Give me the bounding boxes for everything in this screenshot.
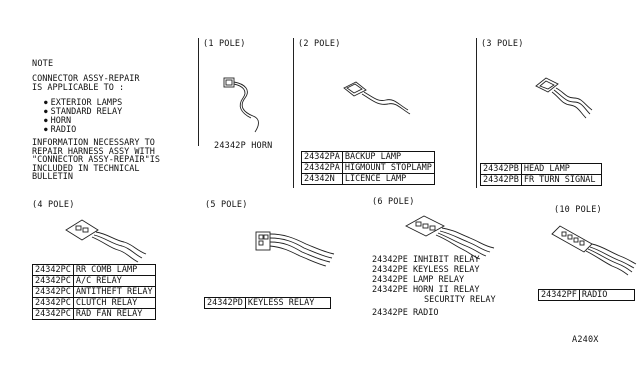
separator-line: [476, 38, 477, 188]
part-description-cell: BACKUP LAMP: [341, 151, 435, 163]
part-description-cell: KEYLESS RELAY: [244, 297, 331, 309]
part-line: 24342PE INHIBIT RELAY: [372, 255, 480, 265]
connector-1pole-illustration: [223, 77, 259, 133]
pole2-label: (2 POLE): [298, 39, 341, 49]
note-bullet: RADIO: [44, 126, 122, 135]
note-info-line: REPAIR HARNESS ASSY WITH: [32, 146, 155, 157]
part-number-cell: 24342PB: [480, 163, 522, 175]
note-bullet-list: EXTERIOR LAMPS STANDARD RELAY HORN RADIO: [44, 99, 123, 135]
part-line: 24342PE LAMP RELAY: [372, 275, 465, 285]
note-info-line: "CONNECTOR ASSY-REPAIR"IS: [32, 155, 160, 165]
part-number-cell: 24342PB: [480, 174, 522, 186]
part-number-cell: 24342PC: [32, 297, 74, 309]
part-description-cell: ANTITHEFT RELAY: [72, 286, 156, 298]
part-description-cell: RAD FAN RELAY: [72, 308, 156, 320]
note-bullet: HORN: [44, 117, 122, 126]
part-description-cell: HIGMOUNT STOPLAMP: [341, 162, 435, 174]
note-bullet: STANDARD RELAY: [44, 108, 123, 117]
part-description-cell: RADIO: [578, 289, 635, 301]
connector-2pole-illustration: [343, 81, 411, 115]
separator-line: [198, 38, 199, 146]
pole6-label: (6 POLE): [372, 197, 415, 207]
connector-3pole-illustration: [535, 77, 593, 119]
part-number-cell: 24342PF: [538, 289, 580, 301]
note-title: NOTE: [32, 59, 54, 69]
part-description-cell: A/C RELAY: [72, 275, 156, 287]
figure-code: A240X: [572, 335, 599, 345]
connector-5pole-illustration: [255, 231, 335, 267]
part-description-cell: LICENCE LAMP: [341, 173, 435, 185]
pole10-label: (10 POLE): [554, 205, 602, 215]
part-number-cell: 24342PC: [32, 308, 74, 320]
part-number-cell: 24342PD: [204, 297, 246, 309]
part-description-cell: HEAD LAMP: [520, 163, 602, 175]
part-line: 24342PE KEYLESS RELAY: [372, 265, 480, 275]
pole5-label: (5 POLE): [205, 200, 248, 210]
note-line: IS APPLICABLE TO :: [32, 82, 125, 93]
connector-10pole-illustration: [551, 225, 637, 276]
note-line: CONNECTOR ASSY-REPAIR: [32, 74, 140, 84]
part-number-cell: 24342N: [301, 173, 343, 185]
pole6-part-list: 24342PE INHIBIT RELAY 24342PE KEYLESS RE…: [372, 255, 496, 318]
part-number-cell: 24342PC: [32, 264, 74, 276]
part-number-cell: 24342PA: [301, 151, 343, 163]
note-bullet: EXTERIOR LAMPS: [44, 99, 123, 108]
pole1-callout: 24342P HORN: [214, 141, 273, 151]
part-description-cell: RR COMB LAMP: [72, 264, 156, 276]
part-description-cell: FR TURN SIGNAL: [520, 174, 602, 186]
note-text: CONNECTOR ASSY-REPAIR IS APPLICABLE TO :: [32, 75, 139, 92]
pole3-label: (3 POLE): [481, 39, 524, 49]
connector-4pole-illustration: [65, 219, 147, 263]
note-info-line: INFORMATION NECESSARY TO: [32, 138, 155, 148]
separator-line: [293, 38, 294, 188]
part-number-cell: 24342PC: [32, 275, 74, 287]
note-info-line: INCLUDED IN TECHNICAL: [32, 163, 140, 174]
note-info: INFORMATION NECESSARY TO REPAIR HARNESS …: [32, 139, 160, 182]
pole4-label: (4 POLE): [32, 200, 75, 210]
part-number-cell: 24342PA: [301, 162, 343, 174]
part-line: 24342PE HORN II RELAY: [372, 285, 480, 295]
part-number-cell: 24342PC: [32, 286, 74, 298]
pole1-label: (1 POLE): [203, 39, 246, 49]
part-line: SECURITY RELAY: [424, 295, 496, 305]
part-line: 24342PE RADIO: [372, 308, 439, 318]
connector-6pole-illustration: [405, 215, 495, 260]
note-info-line: BULLETIN: [32, 172, 73, 182]
part-description-cell: CLUTCH RELAY: [72, 297, 156, 309]
